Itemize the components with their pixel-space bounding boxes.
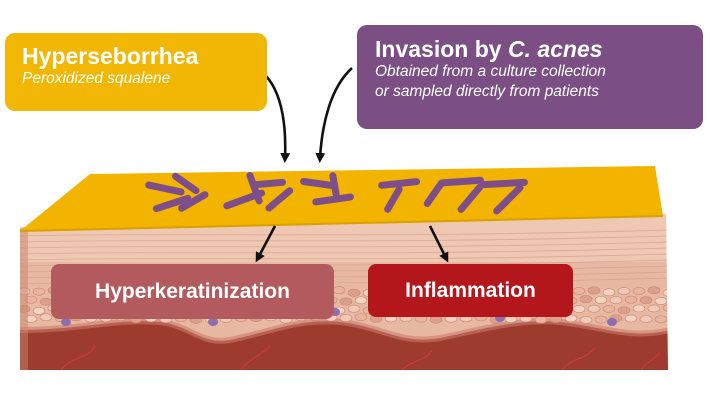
hyperseborrhea-box: Hyperseborrhea Peroxidized squalene xyxy=(5,33,267,111)
skin-cell xyxy=(602,304,616,313)
skin-cell xyxy=(624,314,638,323)
skin-cell xyxy=(632,304,646,313)
blood-vessels xyxy=(59,344,661,370)
skin-cell xyxy=(654,297,668,305)
skin-cell xyxy=(594,315,608,324)
invasion-box: Invasion by C. acnes Obtained from a cul… xyxy=(357,25,703,129)
skin-cell xyxy=(579,295,593,303)
skin-cell xyxy=(354,296,368,305)
skin-cell xyxy=(670,316,682,323)
invasion-line-1: Obtained from a culture collection xyxy=(375,63,606,80)
arrow-to-inflammation xyxy=(428,225,449,263)
skin-cell xyxy=(354,313,368,321)
hyperkeratinization-label: Hyperkeratinization xyxy=(95,279,290,303)
skin-cell xyxy=(670,298,682,305)
skin-cell xyxy=(347,288,361,297)
skin-cell xyxy=(572,305,586,313)
skin-cell xyxy=(617,287,631,295)
skin-cell xyxy=(609,296,623,304)
skin-cell xyxy=(32,306,46,315)
skin-cell xyxy=(639,315,653,324)
invasion-title-prefix: Invasion by xyxy=(375,36,508,62)
skin-cell xyxy=(32,287,46,296)
skin-cell xyxy=(662,304,668,312)
skin-cell xyxy=(617,306,631,315)
hyperseborrhea-subtitle: Peroxidized squalene xyxy=(22,70,171,87)
skin-cell xyxy=(647,286,661,295)
inflammation-label: Inflammation xyxy=(405,278,536,302)
skin-cell xyxy=(587,286,601,295)
skin-cell xyxy=(564,314,578,323)
skin-cell xyxy=(624,295,638,304)
skin-cell xyxy=(339,314,353,322)
immune-cell xyxy=(61,318,71,326)
skin-cell xyxy=(594,296,608,304)
arrow-to-hyperkeratinization xyxy=(255,225,277,263)
hyperkeratinization-box: Hyperkeratinization xyxy=(51,264,334,319)
skin-cell xyxy=(429,315,443,324)
skin-cell xyxy=(39,313,53,322)
skin-cell xyxy=(647,304,661,313)
invasion-title-species: C. acnes xyxy=(507,36,603,62)
skin-cell xyxy=(332,286,346,295)
immune-cell xyxy=(208,318,218,326)
immune-cell xyxy=(607,318,617,326)
skin-cell xyxy=(639,296,653,305)
skin-cell xyxy=(572,287,586,295)
skin-cell xyxy=(347,304,361,313)
skin-cell xyxy=(579,316,593,324)
dermis-layer xyxy=(20,321,668,370)
skin-cell xyxy=(534,315,548,324)
skin-cell xyxy=(339,297,353,306)
arrow-invasion-to-skin xyxy=(315,67,353,163)
invasion-line-2: or sampled directly from patients xyxy=(375,83,599,100)
skin-cell xyxy=(662,288,668,297)
inflammation-box: Inflammation xyxy=(368,264,573,317)
skin-cell xyxy=(602,288,616,297)
arrow-hyperseborrhea-to-skin xyxy=(261,71,291,163)
hyperseborrhea-title: Hyperseborrhea xyxy=(22,43,199,69)
skin-cell xyxy=(654,315,668,324)
skin-cell xyxy=(587,304,601,313)
c-acnes-bacteria xyxy=(145,171,528,215)
skin-cell xyxy=(632,287,646,295)
invasion-title: Invasion by C. acnes xyxy=(375,36,703,62)
